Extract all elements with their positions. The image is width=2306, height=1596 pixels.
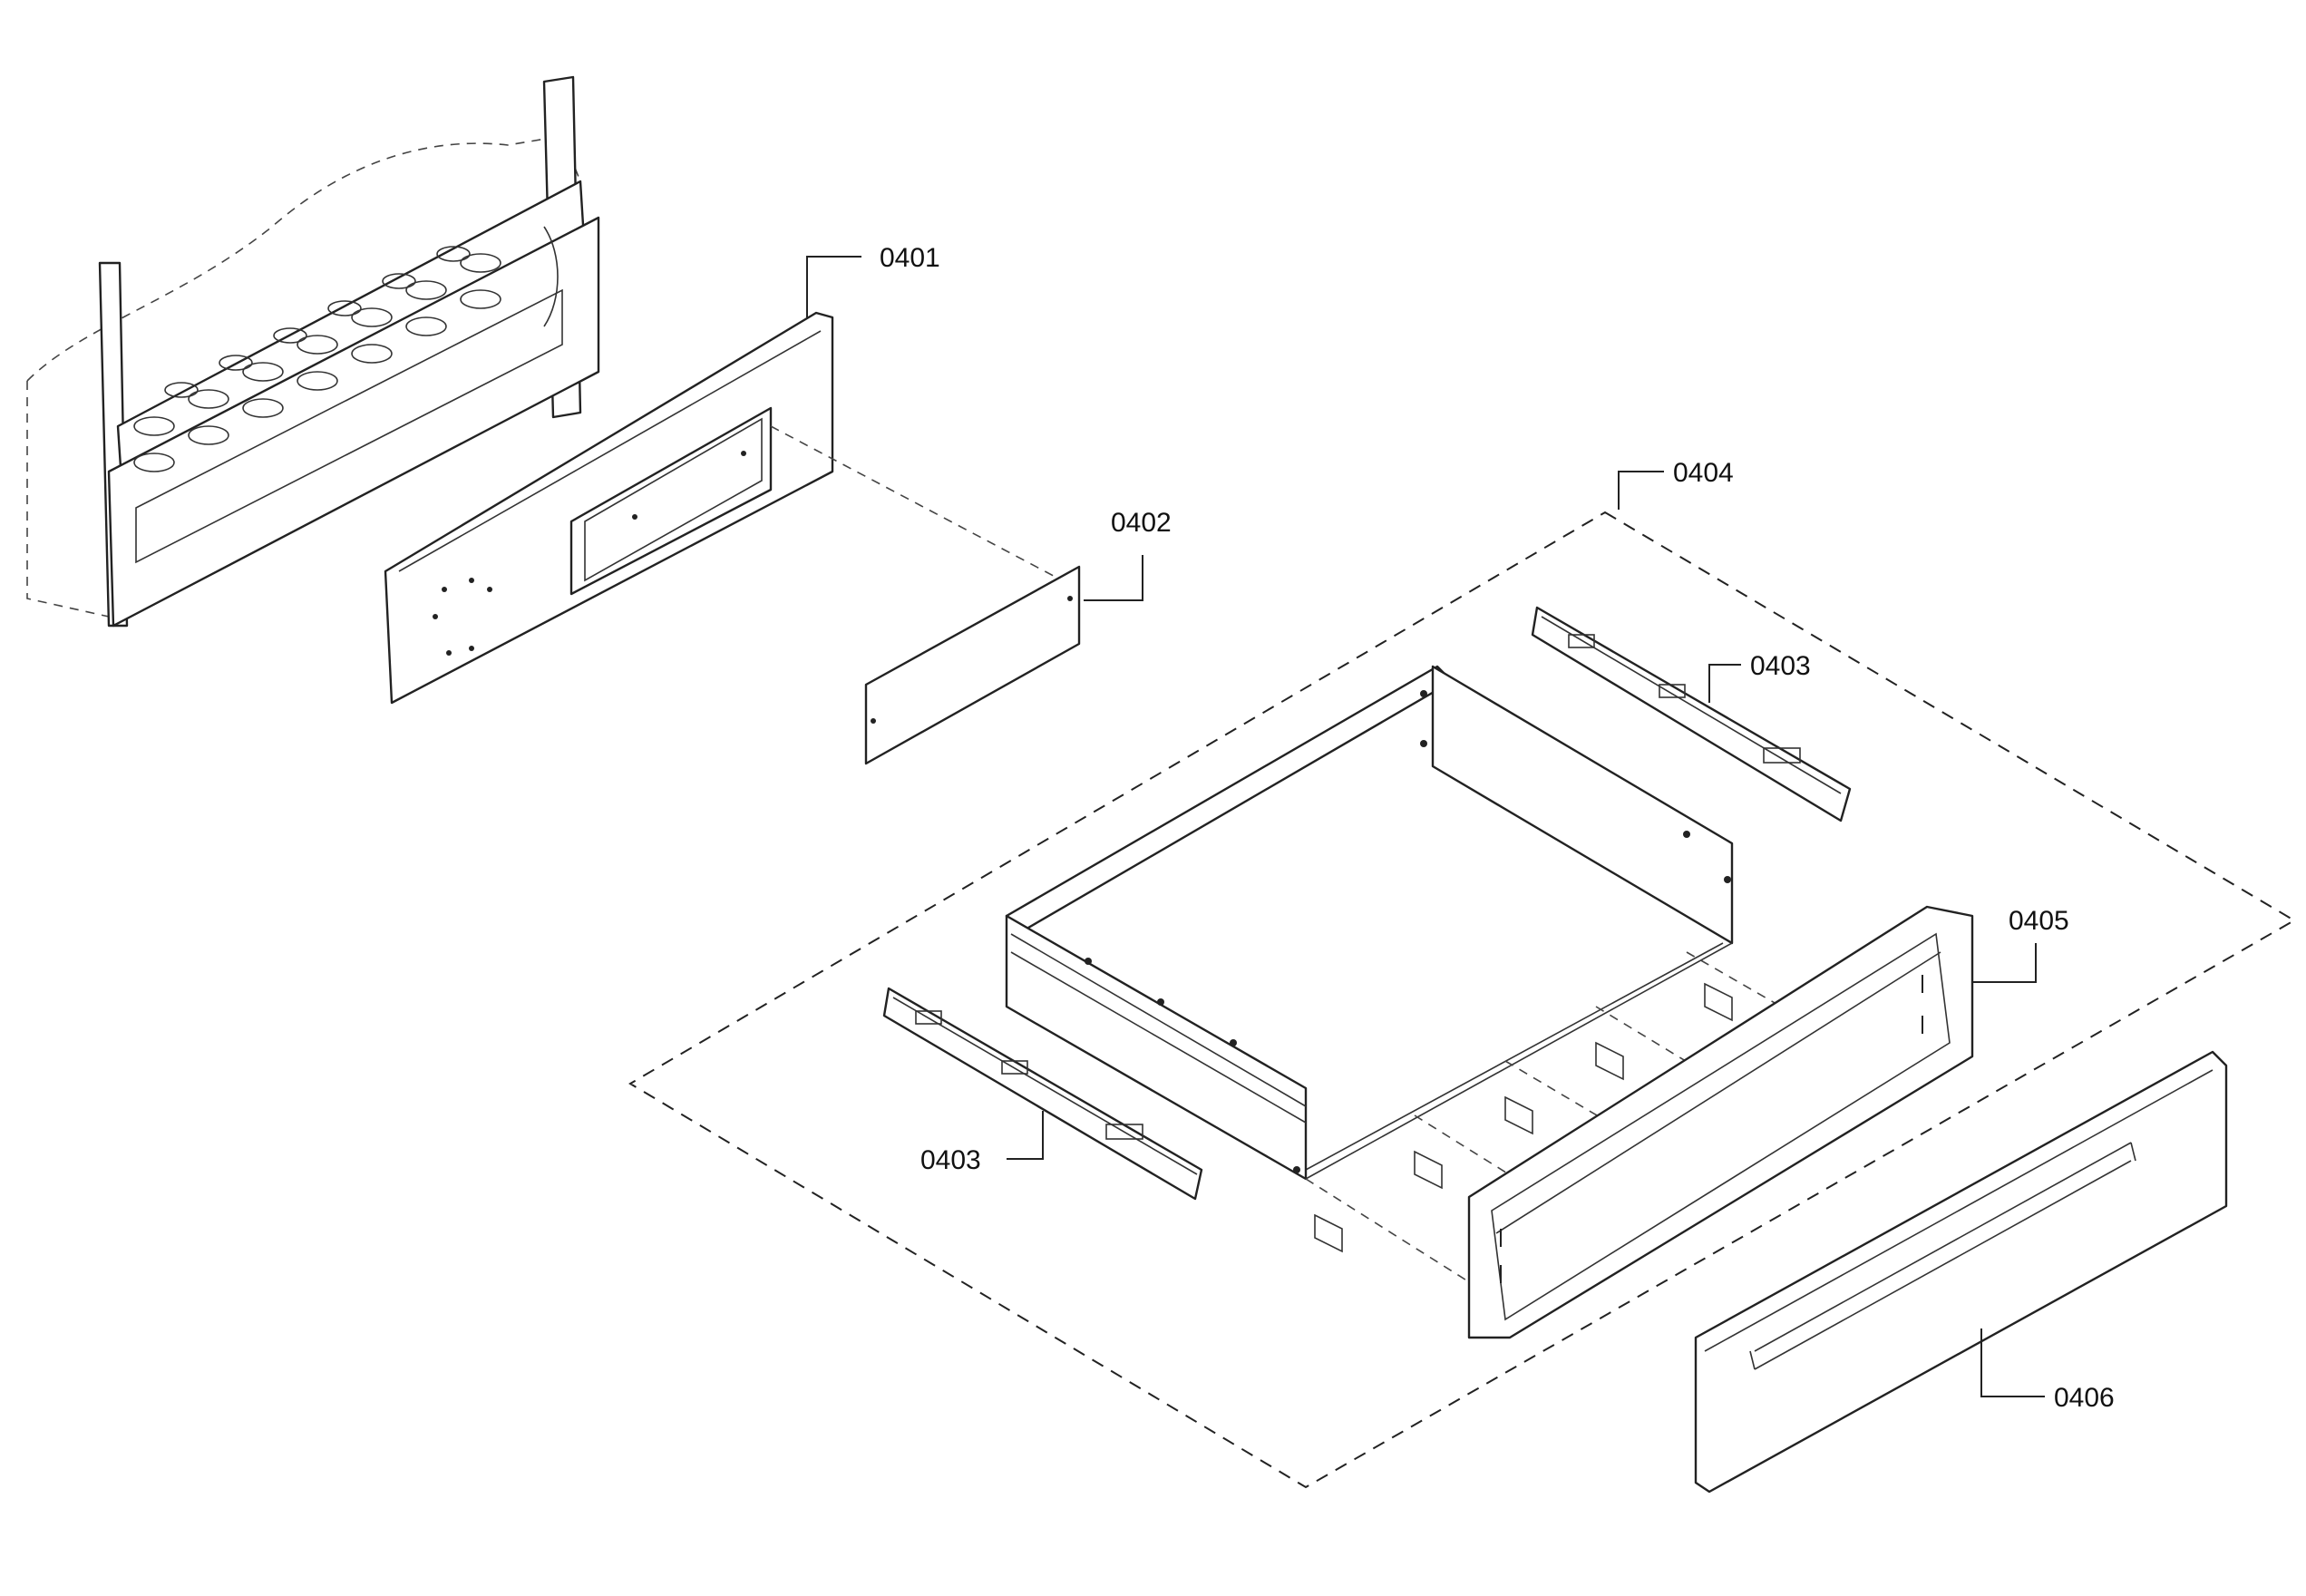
callout-0403-lower: 0403 bbox=[920, 1145, 981, 1175]
mounting-clips bbox=[1305, 951, 1805, 1289]
part-0406-drawer-front bbox=[1694, 1050, 2228, 1494]
drawer-box bbox=[1005, 665, 1734, 1181]
assembly-boundary-0404 bbox=[628, 511, 2296, 1489]
part-0405-inner-front bbox=[1467, 905, 1974, 1339]
oven-cavity-frame bbox=[26, 75, 600, 628]
callout-leaders bbox=[806, 256, 2045, 1397]
callout-0401: 0401 bbox=[880, 243, 940, 273]
part-0401-panel bbox=[384, 311, 834, 705]
part-0402-cover-plate bbox=[864, 565, 1081, 765]
callout-0406: 0406 bbox=[2054, 1383, 2115, 1413]
assembly-line-0401-0402 bbox=[770, 425, 1080, 590]
part-0403-lower-slide bbox=[882, 987, 1203, 1201]
callout-0402: 0402 bbox=[1111, 508, 1172, 538]
callout-labels: 0401 0402 0404 0403 0403 0405 0406 bbox=[880, 243, 2115, 1413]
part-0403-upper-slide bbox=[1531, 606, 1852, 822]
callout-0403-upper: 0403 bbox=[1750, 651, 1811, 681]
callout-0404: 0404 bbox=[1673, 458, 1734, 488]
callout-0405: 0405 bbox=[2009, 906, 2069, 936]
